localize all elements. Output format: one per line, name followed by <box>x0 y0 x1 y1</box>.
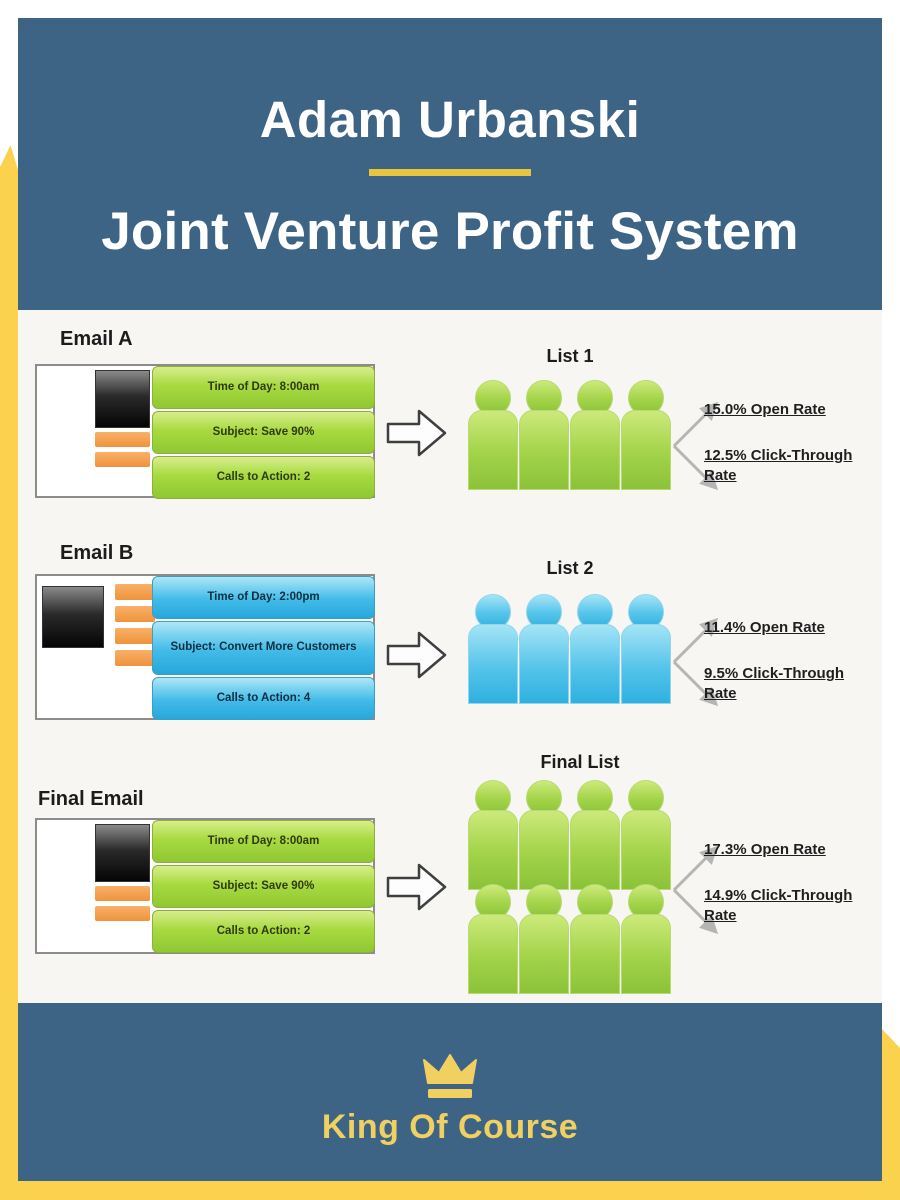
author-name: Adam Urbanski <box>259 91 641 148</box>
email-b-label: Email B <box>60 542 134 564</box>
diagram-row-email-b: Email B Time of Day: 2:00pm Subject: Con… <box>18 542 882 757</box>
email-text-line <box>95 906 150 921</box>
calls-to-action-bar: Calls to Action: 4 <box>152 677 375 720</box>
subject-bar: Subject: Save 90% <box>152 411 375 454</box>
ab-test-diagram: Email A Time of Day: 8:00am Subject: Sav… <box>18 310 882 1003</box>
person-icon <box>468 780 518 890</box>
right-arrow-icon <box>386 863 447 911</box>
fork-connector-icon <box>672 845 719 935</box>
subject-bar: Subject: Save 90% <box>152 865 375 908</box>
final-list-label: Final List <box>540 752 620 772</box>
audience-group <box>468 594 672 704</box>
person-icon <box>621 884 671 994</box>
diagram-row-final-email: Final Email Time of Day: 8:00am Subject:… <box>18 752 882 1005</box>
person-icon <box>570 380 620 490</box>
person-icon <box>468 884 518 994</box>
email-a-label: Email A <box>60 328 133 350</box>
audience-group <box>468 884 672 994</box>
audience-group <box>468 380 672 490</box>
bottom-accent-band <box>0 1181 900 1200</box>
left-accent-band <box>0 145 19 1200</box>
email-image-thumbnail <box>95 824 150 882</box>
subject-bar: Subject: Convert More Customers <box>152 621 375 675</box>
fork-connector-icon <box>672 617 719 707</box>
divider-line <box>369 169 531 176</box>
email-text-line <box>115 606 155 622</box>
fork-connector-icon <box>672 401 719 491</box>
open-rate-stat: 11.4% Open Rate <box>704 619 825 636</box>
footer-panel: King Of Course <box>18 1003 882 1181</box>
list-2-label: List 2 <box>546 558 594 578</box>
header-panel: Adam Urbanski Joint Venture Profit Syste… <box>18 18 882 310</box>
calls-to-action-bar: Calls to Action: 2 <box>152 456 375 499</box>
open-rate-stat: 15.0% Open Rate <box>704 401 826 418</box>
click-through-rate-stat: 14.9% Click-Through Rate <box>704 887 853 924</box>
email-text-line <box>95 886 150 901</box>
person-icon <box>519 380 569 490</box>
audience-group <box>468 780 672 890</box>
person-icon <box>621 594 671 704</box>
person-icon <box>519 884 569 994</box>
list-1-label: List 1 <box>546 346 594 366</box>
final-email-label: Final Email <box>38 788 144 810</box>
person-icon <box>621 380 671 490</box>
email-text-line <box>95 452 150 467</box>
time-of-day-bar: Time of Day: 8:00am <box>152 366 375 409</box>
person-icon <box>519 594 569 704</box>
brand-name: King Of Course <box>321 1108 579 1146</box>
email-image-thumbnail <box>95 370 150 428</box>
person-icon <box>570 884 620 994</box>
diagram-row-email-a: Email A Time of Day: 8:00am Subject: Sav… <box>18 328 882 528</box>
calls-to-action-bar: Calls to Action: 2 <box>152 910 375 953</box>
person-icon <box>519 780 569 890</box>
click-through-rate-stat: 12.5% Click-Through Rate <box>704 447 853 484</box>
page-title: Joint Venture Profit System <box>101 202 799 261</box>
crown-icon <box>423 1054 477 1098</box>
open-rate-stat: 17.3% Open Rate <box>704 841 826 858</box>
person-icon <box>570 780 620 890</box>
person-icon <box>468 380 518 490</box>
time-of-day-bar: Time of Day: 8:00am <box>152 820 375 863</box>
email-text-line <box>115 650 155 666</box>
person-icon <box>468 594 518 704</box>
email-text-line <box>95 432 150 447</box>
right-accent-band <box>881 1028 900 1200</box>
time-of-day-bar: Time of Day: 2:00pm <box>152 576 375 619</box>
person-icon <box>570 594 620 704</box>
email-image-thumbnail <box>42 586 104 648</box>
person-icon <box>621 780 671 890</box>
email-text-line <box>115 628 155 644</box>
email-text-line <box>115 584 155 600</box>
right-arrow-icon <box>386 631 447 679</box>
right-arrow-icon <box>386 409 447 457</box>
click-through-rate-stat: 9.5% Click-Through Rate <box>704 665 845 702</box>
